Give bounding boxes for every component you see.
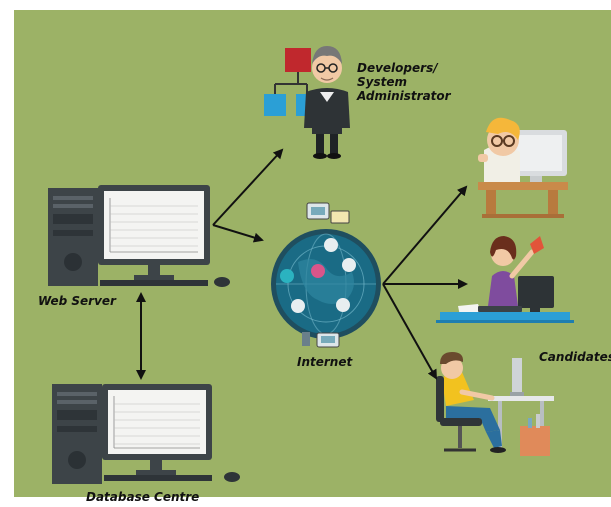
internet-globe-icon [271,202,381,348]
arrow-internet-to-candidate-top [382,185,468,285]
web-server-computer-icon [48,185,230,287]
candidate-middle-icon [436,236,574,323]
developers-label-line1: Developers/ [357,61,438,75]
candidate-bottom-icon [436,352,554,456]
candidates-label: Candidates [539,350,611,364]
arrow-webserver-to-internet [212,224,264,243]
arrow-webserver-to-developers [212,148,284,226]
database-label: Database Centre [86,490,200,504]
developers-label-line2: System [357,75,407,89]
candidate-top-icon [478,117,568,218]
database-computer-icon [52,384,240,484]
arrow-internet-to-candidate-bottom [382,283,437,380]
web-server-label: Web Server [38,294,116,308]
developers-label-line3: Administrator [357,89,451,103]
developers-label: Developers/ System Administrator [357,61,451,103]
internet-label: Internet [297,355,353,369]
developer-figure-icon [264,46,350,159]
connector-arrows [136,148,468,380]
